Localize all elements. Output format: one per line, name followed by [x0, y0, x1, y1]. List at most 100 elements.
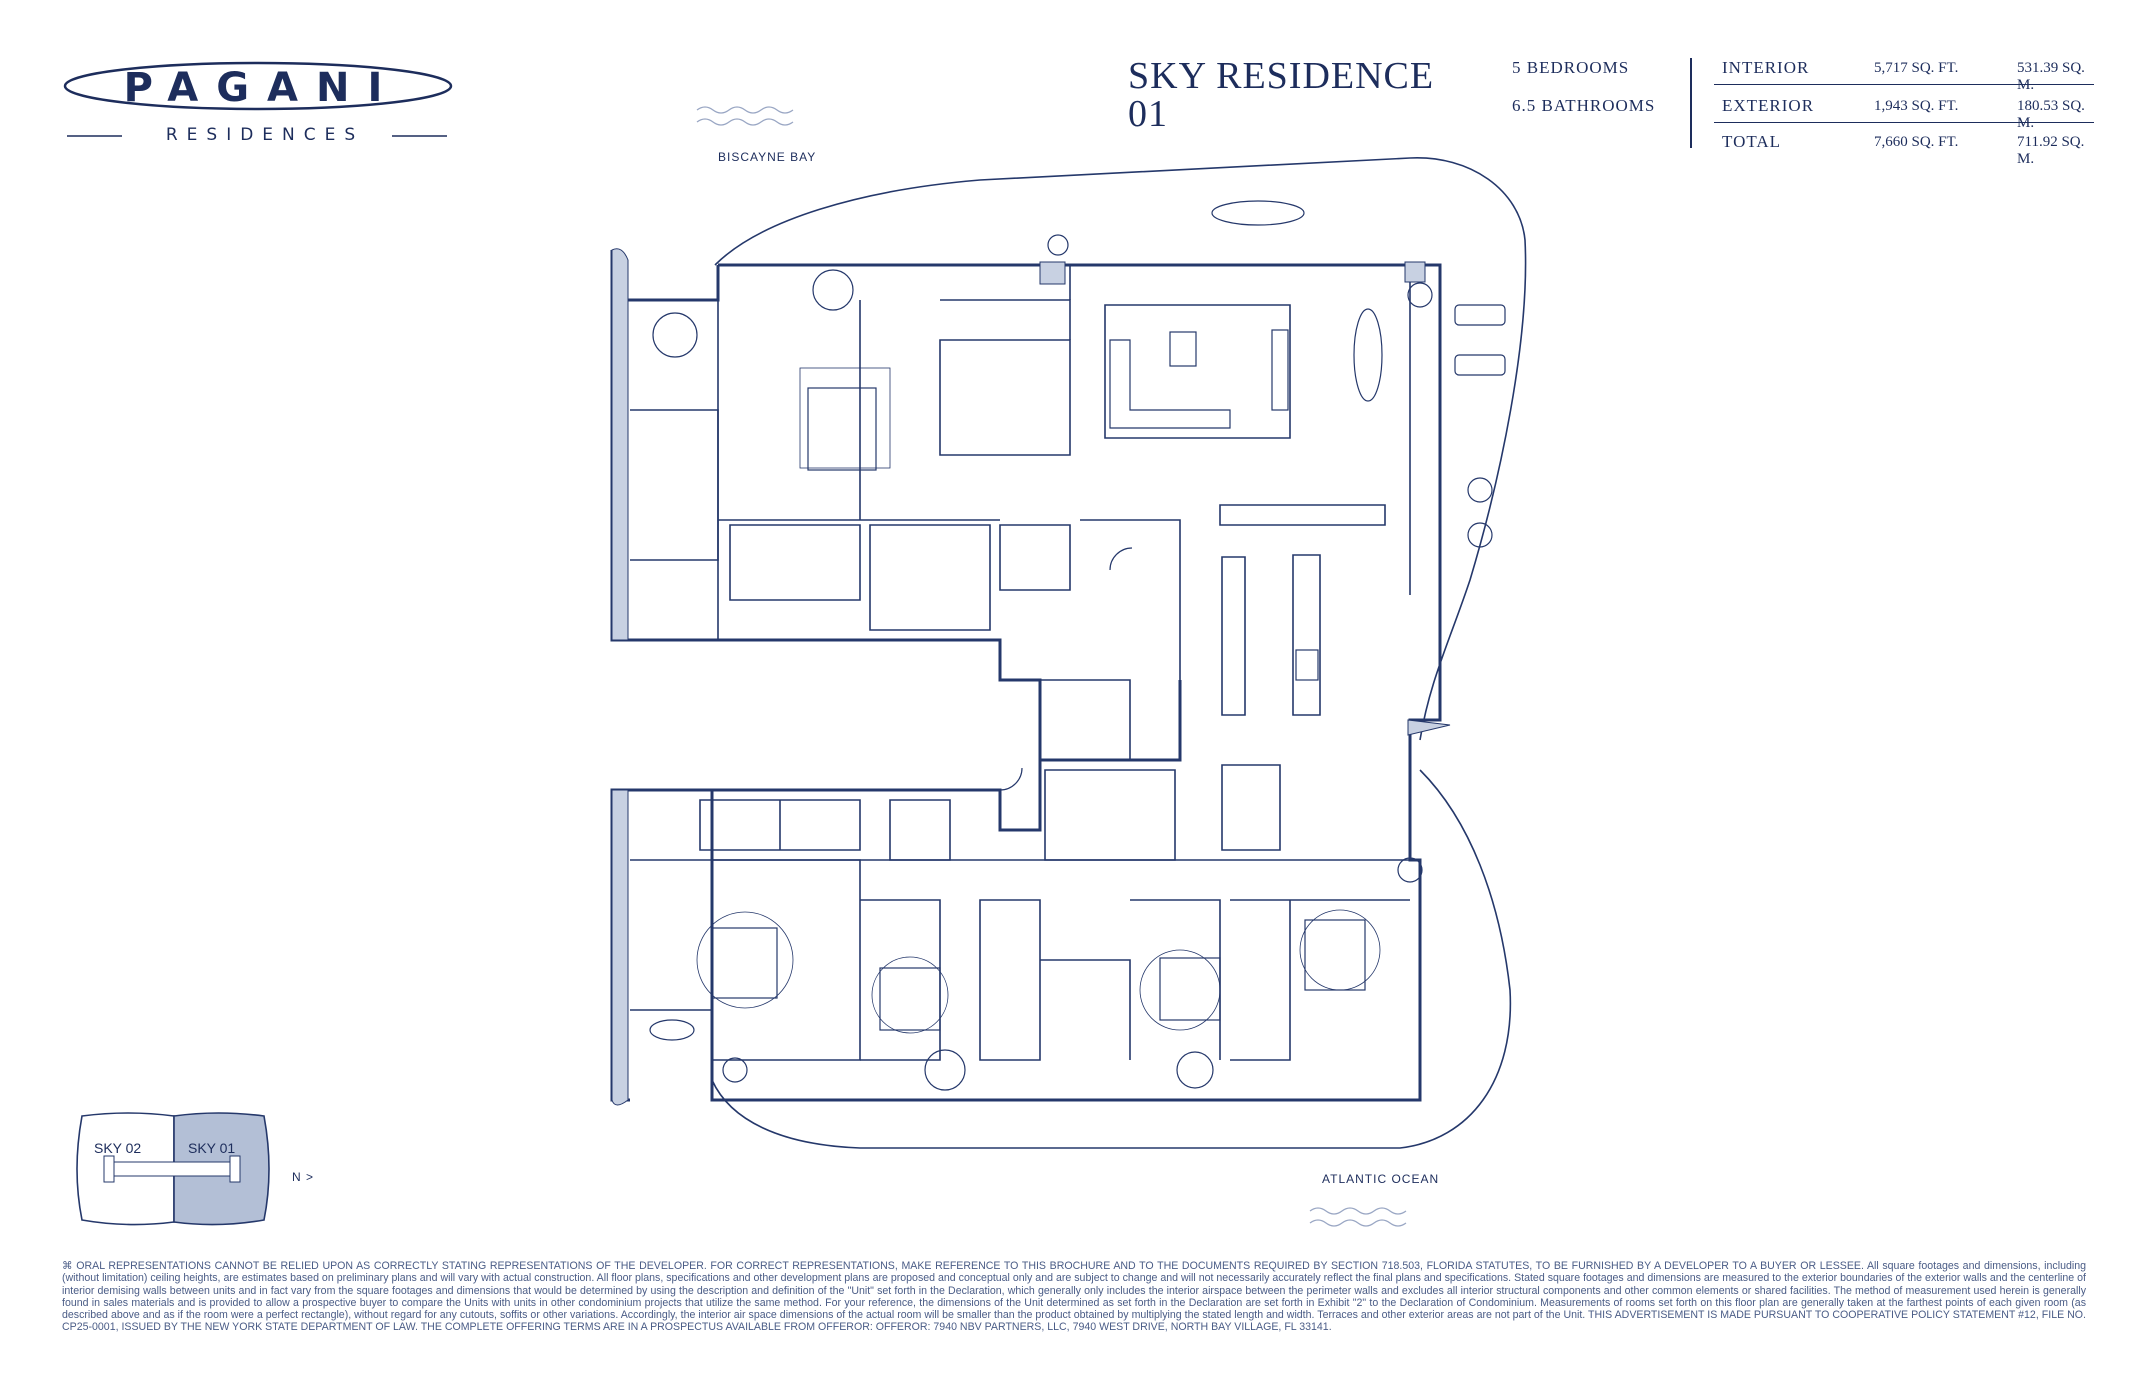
- round-table: [1176, 1051, 1214, 1089]
- lower-wing-top: [612, 760, 1042, 832]
- floor-plan: [610, 157, 1527, 1149]
- brand-logo: PAGANI RESIDENCES: [62, 60, 454, 150]
- bathtub-lower: [649, 1019, 695, 1041]
- coffee-table: [1169, 331, 1197, 367]
- area-table: INTERIOR 5,717 SQ. FT. 531.39 SQ. M. EXT…: [1714, 56, 2094, 167]
- door-swing: [1109, 547, 1133, 571]
- area-sqm: 711.92 SQ. M.: [2017, 134, 2085, 167]
- area-row-total: TOTAL 7,660 SQ. FT. 711.92 SQ. M.: [1714, 130, 2094, 167]
- area-label: EXTERIOR: [1722, 96, 1815, 115]
- powder-room: [999, 524, 1071, 591]
- dining-table: [1353, 308, 1383, 402]
- north-arrow-label: N >: [292, 1170, 315, 1184]
- disclaimer-text: ORAL REPRESENTATIONS CANNOT BE RELIED UP…: [62, 1260, 2086, 1334]
- elevator-core: [1039, 679, 1131, 761]
- door-swing: [999, 767, 1023, 791]
- wall-pads: [611, 248, 1451, 1106]
- bedroom5-walls: [1230, 899, 1410, 1061]
- north-living-divider: [1069, 265, 1411, 595]
- bed-2: [711, 927, 778, 999]
- area-sqm: 180.53 SQ. M.: [2017, 98, 2085, 131]
- ocean-waves-graphic: [1309, 1207, 1407, 1227]
- elevator-lobby: [1080, 519, 1181, 680]
- sofa-l: [1109, 339, 1231, 429]
- laundry-secondary: [1221, 764, 1281, 851]
- area-sqft: 7,660 SQ. FT.: [1874, 134, 1959, 150]
- tub-primary: [652, 312, 698, 358]
- bedroom3-walls: [860, 899, 941, 1061]
- terrace-chair: [1467, 522, 1493, 548]
- bedroom-count: 5 BEDROOMS: [1512, 58, 1630, 77]
- bedroom4-walls: [1130, 899, 1221, 1060]
- exterior-wall: [610, 263, 1442, 1102]
- bay-waves-graphic: [696, 106, 794, 126]
- terrace-outline-south: [711, 769, 1512, 1149]
- east-fin: [1407, 719, 1451, 736]
- primary-bed-rug: [799, 367, 891, 469]
- area-row-divider: [1714, 84, 2094, 85]
- kitchen-counter: [1221, 556, 1246, 716]
- pantry-wall: [1219, 504, 1386, 526]
- primary-bed: [807, 387, 877, 471]
- kitchen-range: [1295, 649, 1319, 681]
- exterior-wall-west-upper: [610, 250, 1182, 762]
- bed-4-rug: [1139, 949, 1221, 1031]
- key-plan-sky02-label: SKY 02: [94, 1140, 142, 1156]
- closet-walls: [729, 524, 991, 631]
- terrace-chair: [1467, 477, 1493, 503]
- kitchen-island: [1292, 554, 1321, 716]
- column-ne: [1404, 261, 1426, 283]
- laundry-walls: [1044, 769, 1176, 861]
- title-divider: [1690, 58, 1692, 148]
- bath-walls: [979, 899, 1131, 1061]
- atlantic-ocean-label: ATLANTIC OCEAN: [1322, 1172, 1440, 1186]
- area-row-interior: INTERIOR 5,717 SQ. FT. 531.39 SQ. M.: [1714, 56, 2094, 93]
- furniture: [649, 200, 1506, 1091]
- library-walls: [940, 299, 1071, 340]
- media-console: [1271, 329, 1289, 411]
- bed-2-rug: [696, 911, 794, 1009]
- lounger-1: [1454, 304, 1506, 326]
- logo-subtitle: RESIDENCES: [165, 125, 365, 145]
- terrace-dining-table: [1211, 200, 1305, 226]
- area-label: INTERIOR: [1722, 58, 1810, 77]
- bed-5: [1304, 919, 1366, 991]
- bathroom-count: 6.5 BATHROOMS: [1512, 96, 1656, 115]
- west-facade-lower: [611, 789, 629, 1106]
- column-nw: [1039, 261, 1066, 285]
- key-plan-outline: [76, 1112, 270, 1226]
- area-sqft: 5,717 SQ. FT.: [1874, 60, 1959, 76]
- planter: [1397, 857, 1423, 883]
- bed-3: [879, 967, 941, 1031]
- west-bath-upper: [630, 409, 719, 561]
- closet-row-walls: [699, 799, 951, 861]
- west-bath-lower: [630, 859, 713, 1011]
- round-table: [924, 1049, 966, 1091]
- logo-wordmark: PAGANI: [123, 65, 401, 111]
- disclaimer-icon: ⌘: [62, 1260, 77, 1272]
- area-row-exterior: EXTERIOR 1,943 SQ. FT. 180.53 SQ. M.: [1714, 94, 2094, 131]
- bedroom2-walls: [712, 859, 861, 1061]
- biscayne-bay-label: BISCAYNE BAY: [718, 150, 817, 164]
- family-room: [1104, 304, 1291, 439]
- legal-disclaimer: ⌘ ORAL REPRESENTATIONS CANNOT BE RELIED …: [62, 1260, 2086, 1334]
- west-facade-upper: [611, 248, 629, 641]
- area-sqm: 531.39 SQ. M.: [2017, 60, 2085, 93]
- logo-ellipse-graphic: [63, 61, 453, 137]
- round-table: [812, 269, 854, 311]
- planter: [722, 1057, 748, 1083]
- residence-title-line2: 01: [1128, 93, 1168, 135]
- bed-5-rug: [1299, 909, 1381, 991]
- primary-suite-walls: [717, 300, 1071, 640]
- residence-title-line1: SKY RESIDENCE: [1128, 55, 1435, 97]
- planter: [1047, 234, 1069, 256]
- area-sqft: 1,943 SQ. FT.: [1874, 98, 1959, 114]
- bed-3-rug: [871, 956, 949, 1034]
- key-plan: SKY 02 SKY 01: [68, 1110, 280, 1228]
- key-plan-sky01-label: SKY 01: [188, 1140, 236, 1156]
- bed-4: [1159, 957, 1221, 1021]
- planter: [1407, 282, 1433, 308]
- terrace-outline-north: [714, 157, 1527, 741]
- area-label: TOTAL: [1722, 132, 1782, 151]
- lounger-2: [1454, 354, 1506, 376]
